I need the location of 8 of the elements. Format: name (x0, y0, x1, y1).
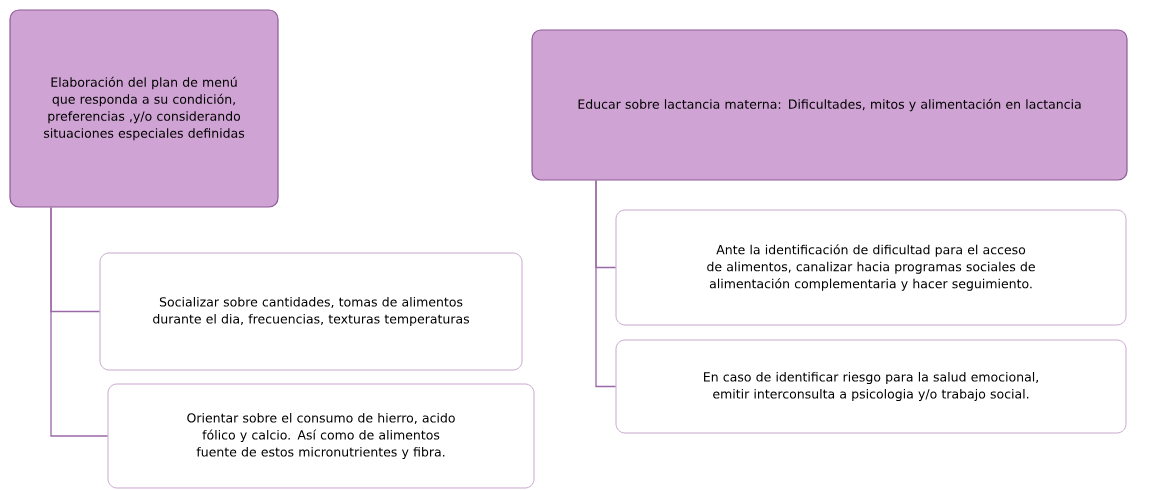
topic-box: Elaboración del plan de menú que responda a su condición, preferencias ,y/o considerando situaciones especiales definidas (9, 9, 279, 208)
detail-box: Socializar sobre cantidades, tomas de alimentos durante el dia, frecuencias, texturas temperaturas (99, 252, 523, 371)
connector (50, 206, 109, 437)
connector (595, 179, 617, 388)
detail-box: Orientar sobre el consumo de hierro, acido fólico y calcio. Así como de alimentos fuente de estos micronutrientes y fibra. (107, 383, 535, 489)
detail-box: Ante la identificación de dificultad para el acceso de alimentos, canalizar hacia programas sociales de alimentación complementaria y hacer seguimiento. (615, 209, 1127, 326)
topic-box: Educar sobre lactancia materna: Dificultades, mitos y alimentación en lactancia (531, 29, 1128, 181)
detail-box: En caso de identificar riesgo para la salud emocional, emitir interconsulta a psicologia y/o trabajo social. (615, 339, 1127, 434)
